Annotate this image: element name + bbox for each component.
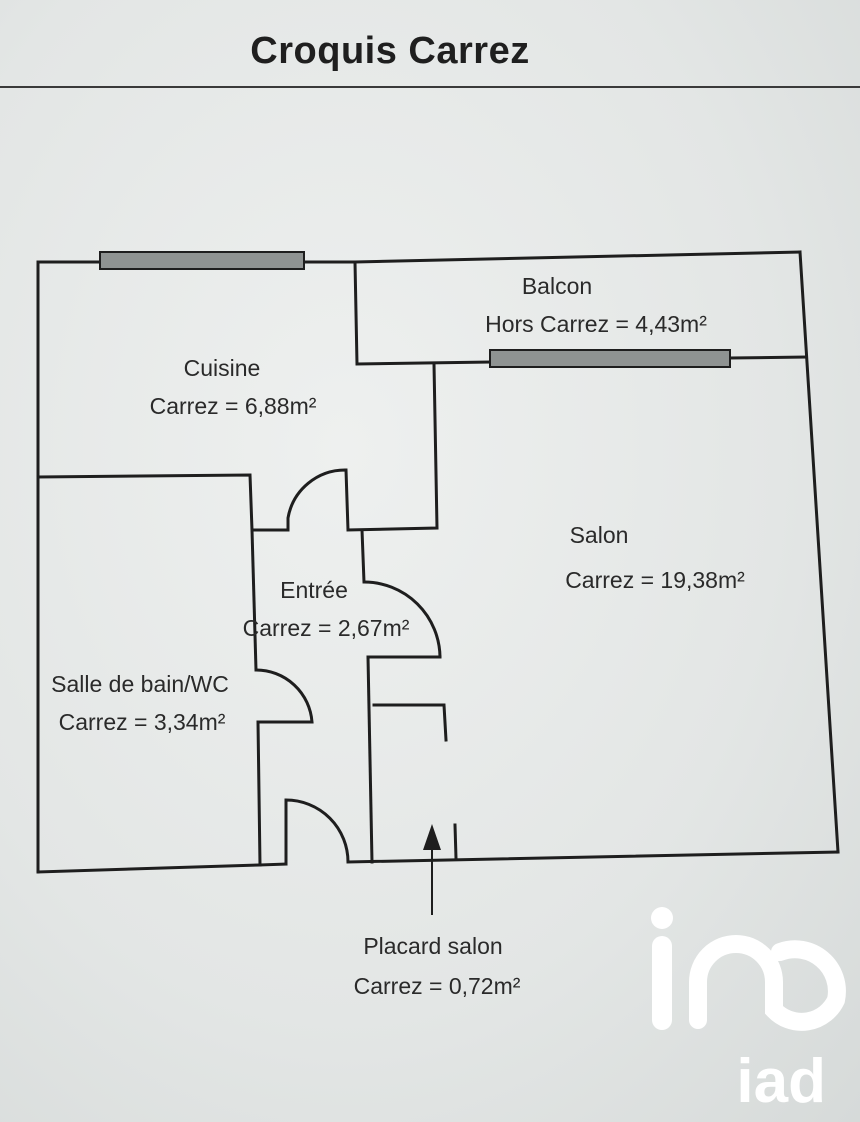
label-placard-area: Carrez = 0,72m² <box>354 973 521 999</box>
label-entree-name: Entrée <box>280 577 348 603</box>
wall-sdb-right-lower <box>256 720 262 867</box>
logo-swirl <box>689 935 846 1031</box>
placard-arrow-head-icon <box>423 824 441 850</box>
wall-entree-right-lower <box>366 655 374 864</box>
windows <box>99 251 731 368</box>
label-balcon-area: Hors Carrez = 4,43m² <box>485 311 707 337</box>
label-salon-name: Salon <box>570 522 629 548</box>
wall-sdb-right-upper <box>250 528 258 672</box>
placard-arrow <box>423 824 441 915</box>
logo-dot <box>651 907 673 929</box>
page-title: Croquis Carrez <box>250 30 530 72</box>
label-cuisine-name: Cuisine <box>184 355 261 381</box>
wall-placard <box>372 703 448 742</box>
label-placard-name: Placard salon <box>363 933 502 959</box>
wall-placard-edge <box>453 823 458 860</box>
wall-balcon-right <box>728 355 808 360</box>
label-cuisine-area: Carrez = 6,88m² <box>150 393 317 419</box>
door-entree <box>284 798 350 864</box>
wall-entree-bottom <box>258 862 288 867</box>
wall-cuisine-salon <box>346 362 439 532</box>
title-band: Croquis Carrez <box>0 0 860 88</box>
doors <box>255 468 442 864</box>
label-salle-de-bain-area: Carrez = 3,34m² <box>59 709 226 735</box>
logo-text: iad <box>736 1047 826 1110</box>
door-cuisine <box>286 468 350 531</box>
window-cuisine <box>99 251 305 270</box>
wall-right <box>798 250 840 854</box>
label-salon-area: Carrez = 19,38m² <box>565 567 745 593</box>
door-salle-de-bain <box>255 668 314 724</box>
label-entree-area: Carrez = 2,67m² <box>243 615 410 641</box>
wall-cuisine-sdb <box>36 473 290 532</box>
window-salon <box>489 349 731 368</box>
label-salle-de-bain-name: Salle de bain/WC <box>51 671 229 697</box>
wall-top-right <box>302 250 802 264</box>
door-salon <box>363 580 442 658</box>
label-balcon-name: Balcon <box>522 273 592 299</box>
wall-bottom-left <box>36 863 260 874</box>
wall-entree-right-upper <box>360 528 366 584</box>
wall-bottom-right <box>346 850 840 864</box>
iad-logo-icon: iad <box>651 907 846 1110</box>
walls <box>36 250 840 874</box>
wall-balcon-left <box>353 260 492 366</box>
